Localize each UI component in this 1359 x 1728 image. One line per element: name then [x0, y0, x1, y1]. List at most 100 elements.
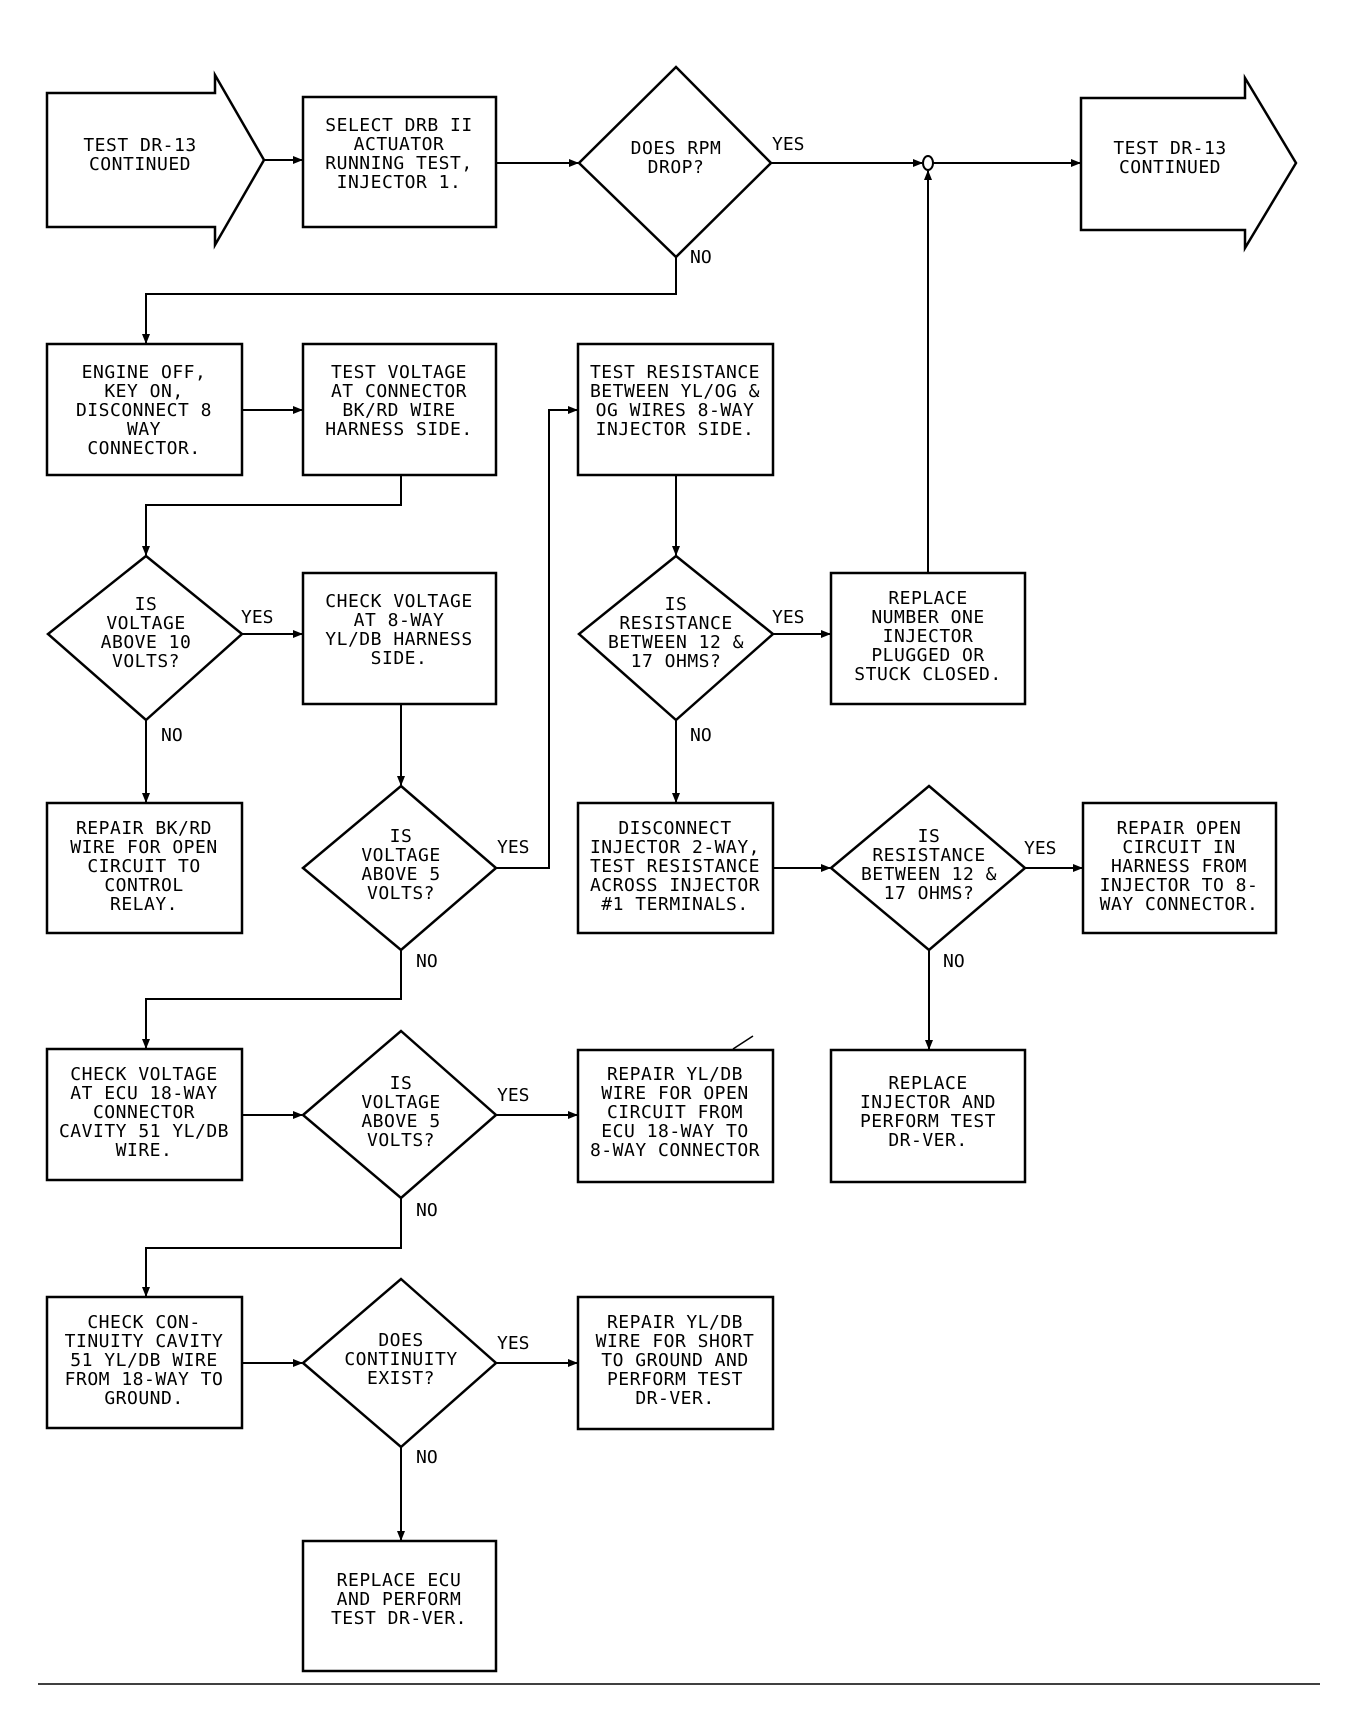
- label-volt5a-yes: YES: [497, 837, 530, 858]
- label-line: #1 TERMINALS.: [601, 894, 748, 915]
- label-line: ABOVE 5: [361, 864, 440, 885]
- label-line: CIRCUIT IN: [1122, 837, 1235, 858]
- label-line: CONTROL: [104, 875, 183, 896]
- replace-ecu-box: [301, 1539, 498, 1673]
- edge-labels: YES NO YES NO YES NO YES NO YES NO YES N…: [161, 134, 1057, 1468]
- check-continuity-box: [45, 1295, 244, 1430]
- label-line: CONTINUED: [89, 154, 191, 175]
- label-line: RESISTANCE: [619, 613, 732, 634]
- label-line: CHECK CON-: [87, 1312, 200, 1333]
- label-line: RUNNING TEST,: [325, 153, 472, 174]
- test-voltage-box: [301, 342, 498, 477]
- label-line: RESISTANCE: [872, 845, 985, 866]
- label-line: EXIST?: [367, 1368, 435, 1389]
- replace-injector-box: [829, 1048, 1027, 1184]
- label-line: INJECTOR 2-WAY,: [590, 837, 760, 858]
- label-line: 17 OHMS?: [631, 651, 722, 672]
- label-line: CONTINUED: [1119, 157, 1221, 178]
- label-line: INJECTOR 1.: [337, 172, 462, 193]
- label-line: VOLTS?: [112, 651, 180, 672]
- label-line: REPAIR YL/DB: [607, 1312, 743, 1333]
- label-line: BETWEEN 12 &: [861, 864, 997, 885]
- label-line: DR-VER.: [635, 1388, 714, 1409]
- label-line: FROM 18-WAY TO: [65, 1369, 224, 1390]
- junction-node: [922, 155, 934, 171]
- check-ecu-box: [45, 1047, 244, 1182]
- label-line: IS: [390, 1073, 413, 1094]
- label-line: CAVITY 51 YL/DB: [59, 1121, 229, 1142]
- edge-rpm-no: [142, 257, 677, 344]
- label-line: INJECTOR AND: [860, 1092, 996, 1113]
- edge-volt5a-yes: [496, 406, 578, 869]
- label-volt5b-no: NO: [416, 1200, 438, 1221]
- label-line: DR-VER.: [888, 1130, 967, 1151]
- label-line: CONNECTOR.: [87, 438, 200, 459]
- edge-volt5a-no: [142, 950, 402, 1049]
- repair-yldb-open-box: [576, 1048, 775, 1184]
- label-cont-yes: YES: [497, 1333, 530, 1354]
- label-line: INJECTOR TO 8-: [1100, 875, 1259, 896]
- label-line: IS: [665, 594, 688, 615]
- label-line: ACROSS INJECTOR: [590, 875, 760, 896]
- label-line: VOLTS?: [367, 1130, 435, 1151]
- label-line: AT CONNECTOR: [331, 381, 467, 402]
- label-line: WIRE FOR OPEN: [70, 837, 217, 858]
- label-line: CONNECTOR: [93, 1102, 195, 1123]
- label-line: TEST RESISTANCE: [590, 362, 760, 383]
- label-line: VOLTAGE: [361, 1092, 440, 1113]
- label-line: CIRCUIT FROM: [607, 1102, 743, 1123]
- label-line: REPLACE: [888, 1073, 967, 1094]
- label-line: TINUITY CAVITY: [65, 1331, 224, 1352]
- label-line: TEST DR-VER.: [331, 1608, 467, 1629]
- label-line: DOES RPM: [631, 138, 722, 159]
- label-line: 51 YL/DB WIRE: [70, 1350, 217, 1371]
- label-line: ENGINE OFF,: [82, 362, 207, 383]
- label-line: HARNESS FROM: [1111, 856, 1247, 877]
- label-line: DROP?: [648, 157, 705, 178]
- label-line: NUMBER ONE: [871, 607, 984, 628]
- label-line: BETWEEN 12 &: [608, 632, 744, 653]
- repair-yldb-short-box: [576, 1295, 775, 1431]
- label-line: ABOVE 10: [101, 632, 192, 653]
- label-line: SELECT DRB II: [325, 115, 472, 136]
- label-line: GROUND.: [104, 1388, 183, 1409]
- test-res-8way-box: [576, 342, 775, 477]
- label-line: TEST RESISTANCE: [590, 856, 760, 877]
- label-line: WAY CONNECTOR.: [1100, 894, 1259, 915]
- label-resb-yes: YES: [1024, 838, 1057, 859]
- edge-test-volt10: [142, 475, 402, 556]
- label-line: DISCONNECT 8: [76, 400, 212, 421]
- label-volt5a-no: NO: [416, 951, 438, 972]
- label-volt5b-yes: YES: [497, 1085, 530, 1106]
- label-cont-no: NO: [416, 1447, 438, 1468]
- label-line: AND PERFORM: [337, 1589, 462, 1610]
- label-line: TEST VOLTAGE: [331, 362, 467, 383]
- label-resa-no: NO: [690, 725, 712, 746]
- label-line: IS: [135, 594, 158, 615]
- label-line: OG WIRES 8-WAY: [596, 400, 755, 421]
- label-line: BK/RD WIRE: [342, 400, 455, 421]
- label-line: REPAIR YL/DB: [607, 1064, 743, 1085]
- start-arrow-shape: [45, 70, 266, 250]
- engine-off-box: [45, 342, 244, 477]
- label-line: WIRE.: [116, 1140, 173, 1161]
- label-line: WAY: [127, 419, 161, 440]
- label-line: ACTUATOR: [354, 134, 445, 155]
- label-volt10-no: NO: [161, 725, 183, 746]
- label-line: REPAIR BK/RD: [76, 818, 212, 839]
- label-line: ABOVE 5: [361, 1111, 440, 1132]
- label-line: WIRE FOR OPEN: [601, 1083, 748, 1104]
